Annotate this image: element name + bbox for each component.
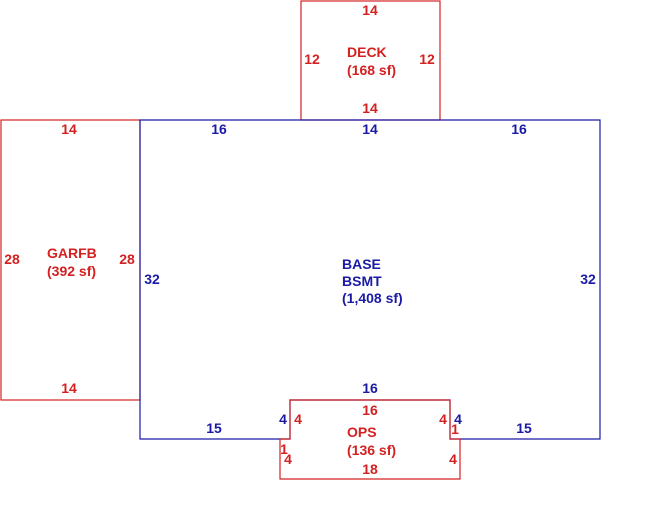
garfb-area: (392 sf) [47,263,96,279]
garfb-dim-left: 28 [4,251,20,267]
base-dim-bottom-right: 15 [516,420,532,436]
deck-area: (168 sf) [347,62,396,78]
base-name: BASE [342,256,381,272]
ops-name: OPS [347,424,377,440]
deck-dim-bottom: 14 [362,100,378,116]
ops-dim-left-step: 1 [280,441,288,457]
deck-dim-top: 14 [362,2,378,18]
garfb-dim-top: 14 [61,121,77,137]
deck-dim-left: 12 [304,51,320,67]
deck-dim-right: 12 [419,51,435,67]
garfb-dim-right: 28 [119,251,135,267]
base-dim-right: 32 [580,271,596,287]
base-dim-top-mid: 14 [362,121,378,137]
base-dim-notch-top: 16 [362,380,378,396]
base-dim-top-right: 16 [511,121,527,137]
ops-dim-left-upper: 4 [294,411,302,427]
ops-dim-right-lower: 4 [449,451,457,467]
ops-dim-right-upper: 4 [439,411,447,427]
deck-name: DECK [347,44,387,60]
ops-outline [279,399,461,480]
ops-area: (136 sf) [347,442,396,458]
ops-dim-right-step: 1 [451,421,459,437]
garfb-name: GARFB [47,245,97,261]
base-dim-top-left: 16 [211,121,227,137]
ops-dim-top: 16 [362,402,378,418]
base-dim-left: 32 [144,271,160,287]
base-dim-notch-left: 4 [279,411,287,427]
base-sub: BSMT [342,273,382,289]
base-dim-bottom-left: 15 [206,420,222,436]
garfb-dim-bottom: 14 [61,380,77,396]
base-dim-notch-right: 4 [454,411,462,427]
base-area: (1,408 sf) [342,290,403,306]
ops-dim-left-lower: 4 [284,451,292,467]
ops-dim-bottom: 18 [362,461,378,477]
